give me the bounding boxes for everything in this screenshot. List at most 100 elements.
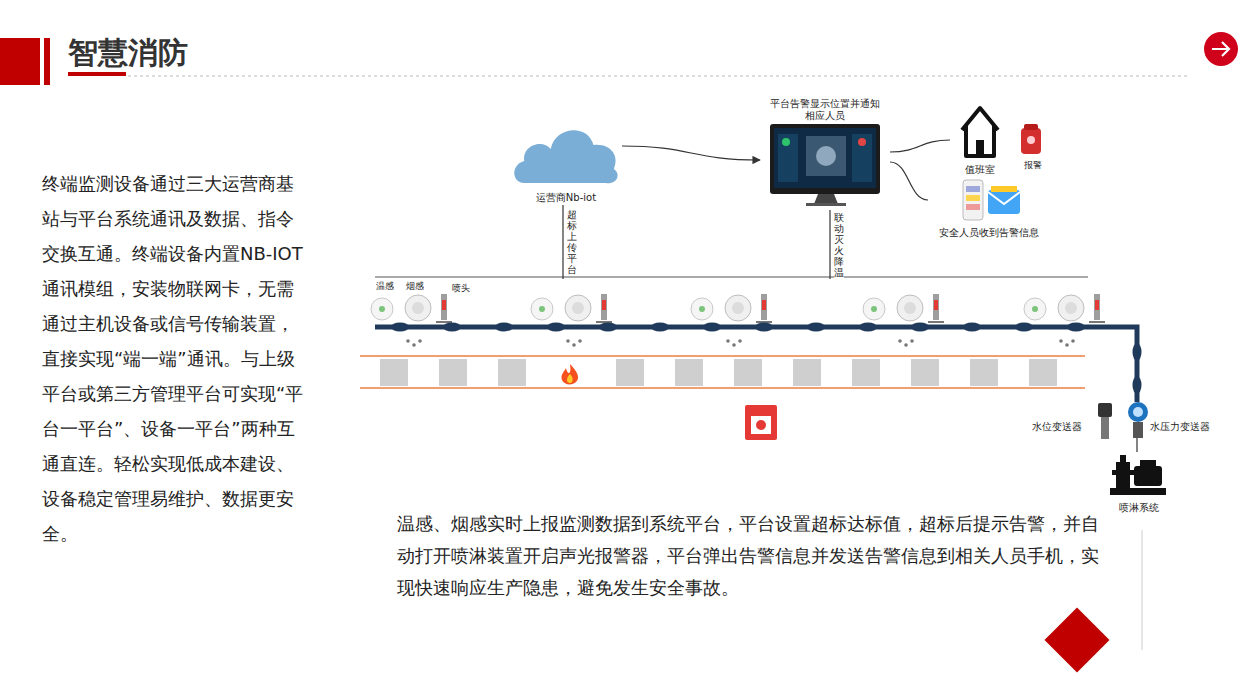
sprinkler-bulb <box>762 300 766 310</box>
smoke-sensor <box>897 295 923 321</box>
red-block <box>0 38 40 85</box>
heat-sensor <box>531 298 553 320</box>
slide-title: 智慧消防 <box>68 36 188 71</box>
bus-line <box>375 277 1088 278</box>
smoke-sensor-core <box>904 302 916 314</box>
grey-block <box>1029 359 1057 386</box>
connector <box>890 162 928 200</box>
cloud-node: 运营商Nb-iot <box>510 115 622 205</box>
sprinkler-base <box>1089 321 1105 323</box>
connector <box>622 146 760 160</box>
node-text: 喷头 <box>452 283 470 293</box>
smoke-sensor <box>565 295 591 321</box>
pump-icon <box>1110 455 1166 495</box>
sprinkler-system: 喷淋系统 <box>1100 452 1177 514</box>
sprinkler-bulb <box>1095 300 1099 310</box>
heat-sensor <box>863 298 885 320</box>
arrow-icon <box>1212 42 1229 56</box>
smoke-sensor-core <box>732 302 744 314</box>
pipe-joint <box>1133 376 1142 394</box>
node-text: 运营商Nb-iot <box>510 192 622 204</box>
platform-monitor: 平台告警显示位置并通知相应人员 <box>760 98 890 210</box>
pipe-joint <box>703 323 721 332</box>
sprinkler-bulb <box>442 300 446 310</box>
smoke-sensor <box>405 295 431 321</box>
pipe-joint <box>495 323 513 332</box>
connector <box>562 205 563 279</box>
sensor-led <box>539 306 545 312</box>
spray-dot <box>406 339 410 343</box>
grey-block <box>498 359 526 386</box>
title-underline <box>68 72 126 76</box>
grey-block <box>616 359 644 386</box>
pipe-joint <box>755 323 773 332</box>
pipe-joint <box>599 323 617 332</box>
pipe-joint <box>963 323 981 332</box>
sensor-led <box>871 306 877 312</box>
node-text: 水位变送器 <box>1032 422 1082 433</box>
spray-dot <box>1059 339 1063 343</box>
pipe-joint <box>807 323 825 332</box>
safety-staff: 安全人员收到告警信息 <box>928 176 1050 238</box>
duty-room: 值班室 <box>950 103 1010 175</box>
dash-line <box>128 76 1190 77</box>
alarm-node: 报警 <box>1012 120 1054 170</box>
cloud-outline <box>514 130 617 183</box>
pipe-joint <box>1015 323 1033 332</box>
node-text: 烟感 <box>406 281 424 291</box>
sprinkler-head <box>441 294 447 320</box>
spray-dot <box>578 339 582 343</box>
grey-block <box>675 359 703 386</box>
sprinkler-head <box>1094 294 1100 320</box>
monitor-icon <box>770 124 880 206</box>
sensor-led <box>1032 306 1038 312</box>
heat-sensor <box>1024 298 1046 320</box>
spray-dot <box>898 339 902 343</box>
spray-dot <box>1065 343 1069 347</box>
spray-dot <box>904 343 908 347</box>
node-text: 水压力变送器 <box>1150 422 1210 433</box>
manual-alarm-button <box>745 405 777 440</box>
connector <box>890 140 950 152</box>
pipe-joint <box>859 323 877 332</box>
spray-dot <box>910 339 914 343</box>
smoke-sensor <box>725 295 751 321</box>
pipe-joint <box>443 323 461 332</box>
intro-paragraph: 终端监测设备通过三大运营商基站与平台系统通讯及数据、指令交换互通。终端设备内置N… <box>42 166 308 551</box>
grey-block <box>970 359 998 386</box>
house-icon <box>962 108 998 156</box>
sprinkler-bulb <box>934 300 938 310</box>
sensor-led <box>379 306 385 312</box>
heat-sensor <box>691 298 713 320</box>
grey-block <box>439 359 467 386</box>
node-text: 温感 <box>376 281 394 291</box>
pipe-joint <box>911 323 929 332</box>
grey-block <box>911 359 939 386</box>
smoke-sensor <box>1058 295 1084 321</box>
rail-line <box>360 355 1085 357</box>
spray-dot <box>732 343 736 347</box>
fire-icon <box>556 359 584 386</box>
pipe-joint <box>391 323 409 332</box>
smoke-sensor-core <box>572 302 584 314</box>
pressure-transmitter: 水压力变送器 <box>1120 398 1212 438</box>
sprinkler-head <box>601 294 607 320</box>
rail-line <box>360 387 1085 389</box>
smoke-sensor-core <box>412 302 424 314</box>
next-button <box>1204 32 1238 66</box>
grey-block <box>793 359 821 386</box>
heat-sensor <box>371 298 393 320</box>
pipe <box>375 327 1137 402</box>
pipe-joint <box>651 323 669 332</box>
node-text: 安全人员收到告警信息 <box>928 227 1050 239</box>
description-paragraph: 温感、烟感实时上报监测数据到系统平台，平台设置超标达标值，超标后提示告警，并自动… <box>397 508 1102 604</box>
red-bar <box>44 38 50 85</box>
alarm-icon <box>1021 124 1041 154</box>
pipe-joint <box>1067 323 1085 332</box>
red-diamond <box>1044 607 1109 672</box>
edge-label: 超标上传平台 <box>567 208 577 276</box>
node-text: 平台告警显示位置并通知相应人员 <box>766 98 884 121</box>
spray-dot <box>1071 339 1075 343</box>
grey-block <box>734 359 762 386</box>
sprinkler-head <box>761 294 767 320</box>
